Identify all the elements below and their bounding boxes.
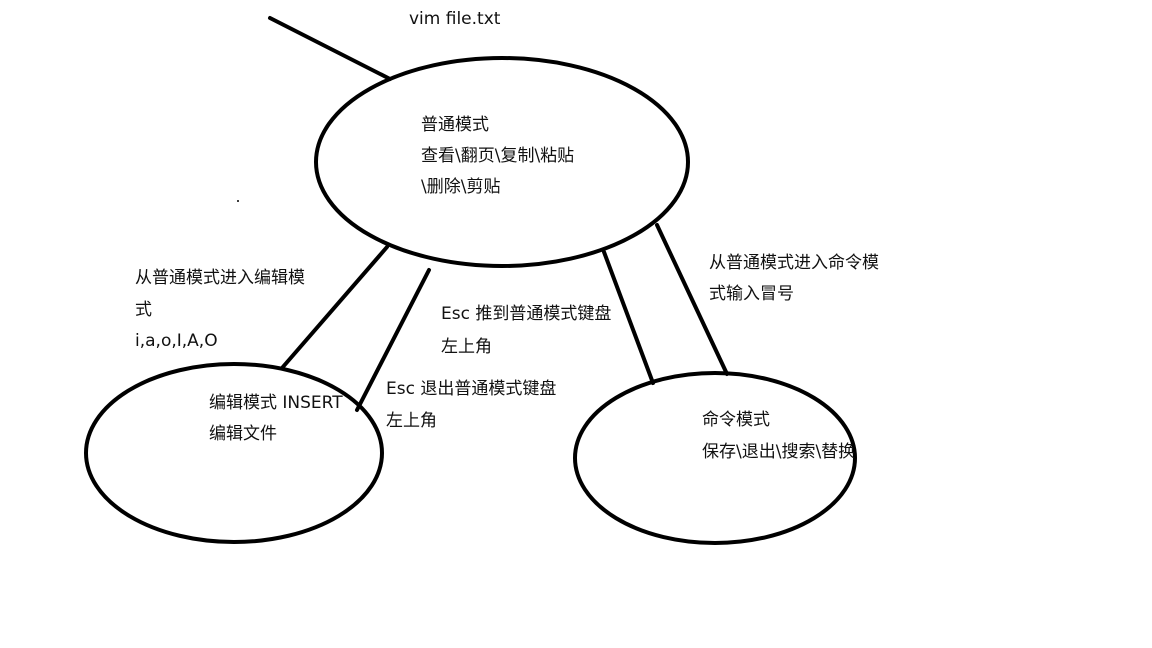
insert-mode-ellipse	[84, 362, 384, 544]
command-mode-ellipse	[573, 371, 857, 545]
normal-mode-desc-line1: 查看\翻页\复制\粘贴	[421, 146, 575, 166]
insert-to-normal-label-a-line1: Esc 推到普通模式键盘	[441, 304, 612, 324]
normal-to-command-label-line1: 从普通模式进入命令模	[709, 253, 879, 273]
insert-to-normal-label-b-line1: Esc 退出普通模式键盘	[386, 379, 557, 399]
normal-mode-desc-line2: \删除\剪贴	[421, 177, 501, 197]
insert-to-normal-label-b-line2: 左上角	[386, 411, 437, 431]
command-mode-title: 命令模式	[702, 410, 770, 430]
command-label: vim file.txt	[409, 9, 501, 29]
normal-to-insert-label-line2: 式	[135, 300, 152, 320]
normal-to-insert-label-line1: 从普通模式进入编辑模	[135, 268, 305, 288]
normal-to-insert-line	[280, 245, 389, 370]
command-mode-desc: 保存\退出\搜索\替换	[702, 442, 856, 462]
normal-to-command-label-line2: 式输入冒号	[709, 284, 794, 304]
normal-to-command-line-a	[602, 250, 655, 385]
normal-to-insert-keys: i,a,o,I,A,O	[135, 331, 218, 351]
normal-mode-title: 普通模式	[421, 115, 489, 135]
insert-to-normal-label-a-line2: 左上角	[441, 337, 492, 357]
normal-to-command-line-b	[655, 223, 729, 376]
normal-mode-ellipse	[314, 56, 690, 268]
insert-to-normal-line	[355, 268, 431, 412]
insert-mode-title: 编辑模式 INSERT	[209, 393, 343, 413]
insert-mode-desc: 编辑文件	[209, 424, 277, 444]
entry-line	[268, 16, 392, 81]
stray-dot	[237, 200, 239, 202]
